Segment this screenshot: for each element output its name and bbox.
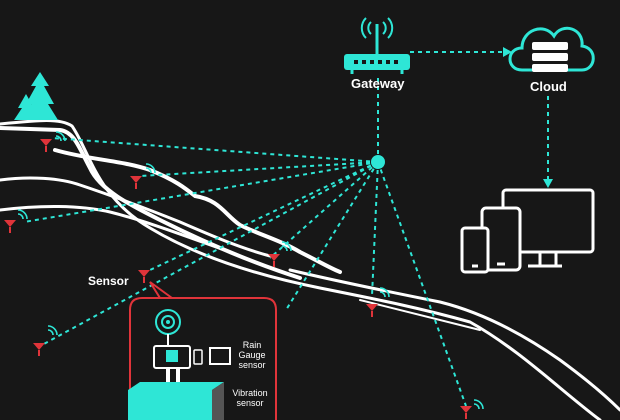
sensor-pin-icon [366, 304, 378, 317]
cloud-server-icon [508, 26, 595, 72]
terrain-layer-6 [359, 299, 481, 331]
rain-gauge-label: Rain Gauge sensor [238, 340, 266, 370]
wifi-signal-icons [17, 131, 484, 410]
gateway-label: Gateway [351, 76, 405, 91]
sensor-pin-icon [4, 220, 16, 233]
sensor-pin-icon [33, 343, 45, 356]
vibration-sensor-label: Vibration sensor [232, 388, 268, 408]
sensor-pin-icon [130, 176, 142, 189]
sensor-detail-callout [129, 281, 277, 420]
arrow-to-devices [543, 179, 553, 188]
sensor-pin-icon [460, 406, 472, 419]
sensor-label: Sensor [88, 274, 129, 288]
terrain [0, 119, 620, 420]
link-arrows [503, 47, 553, 188]
vibration-sensor-block [128, 382, 224, 420]
devices-icon [460, 188, 595, 274]
cloud-label: Cloud [530, 79, 567, 94]
terrain-layer-4 [0, 204, 227, 252]
hub-node [371, 155, 385, 169]
terrain-layer-1 [0, 126, 302, 280]
terrain-edge-top [0, 119, 602, 420]
terrain-layer-2 [53, 148, 342, 274]
sensor-device-icon [153, 309, 203, 392]
arrow-to-cloud [503, 47, 512, 57]
rain-gauge-box [209, 347, 231, 365]
pine-tree-icon [14, 72, 58, 120]
sensor-pin-icon [40, 139, 52, 152]
terrain-layer-3 [0, 176, 272, 258]
sensor-pins [4, 139, 472, 419]
sensor-pin-icon [268, 254, 280, 267]
terrain-layer-5 [288, 268, 620, 412]
sensor-pin-icon [138, 270, 150, 283]
wireless-links [23, 51, 549, 407]
router-icon [344, 17, 410, 74]
